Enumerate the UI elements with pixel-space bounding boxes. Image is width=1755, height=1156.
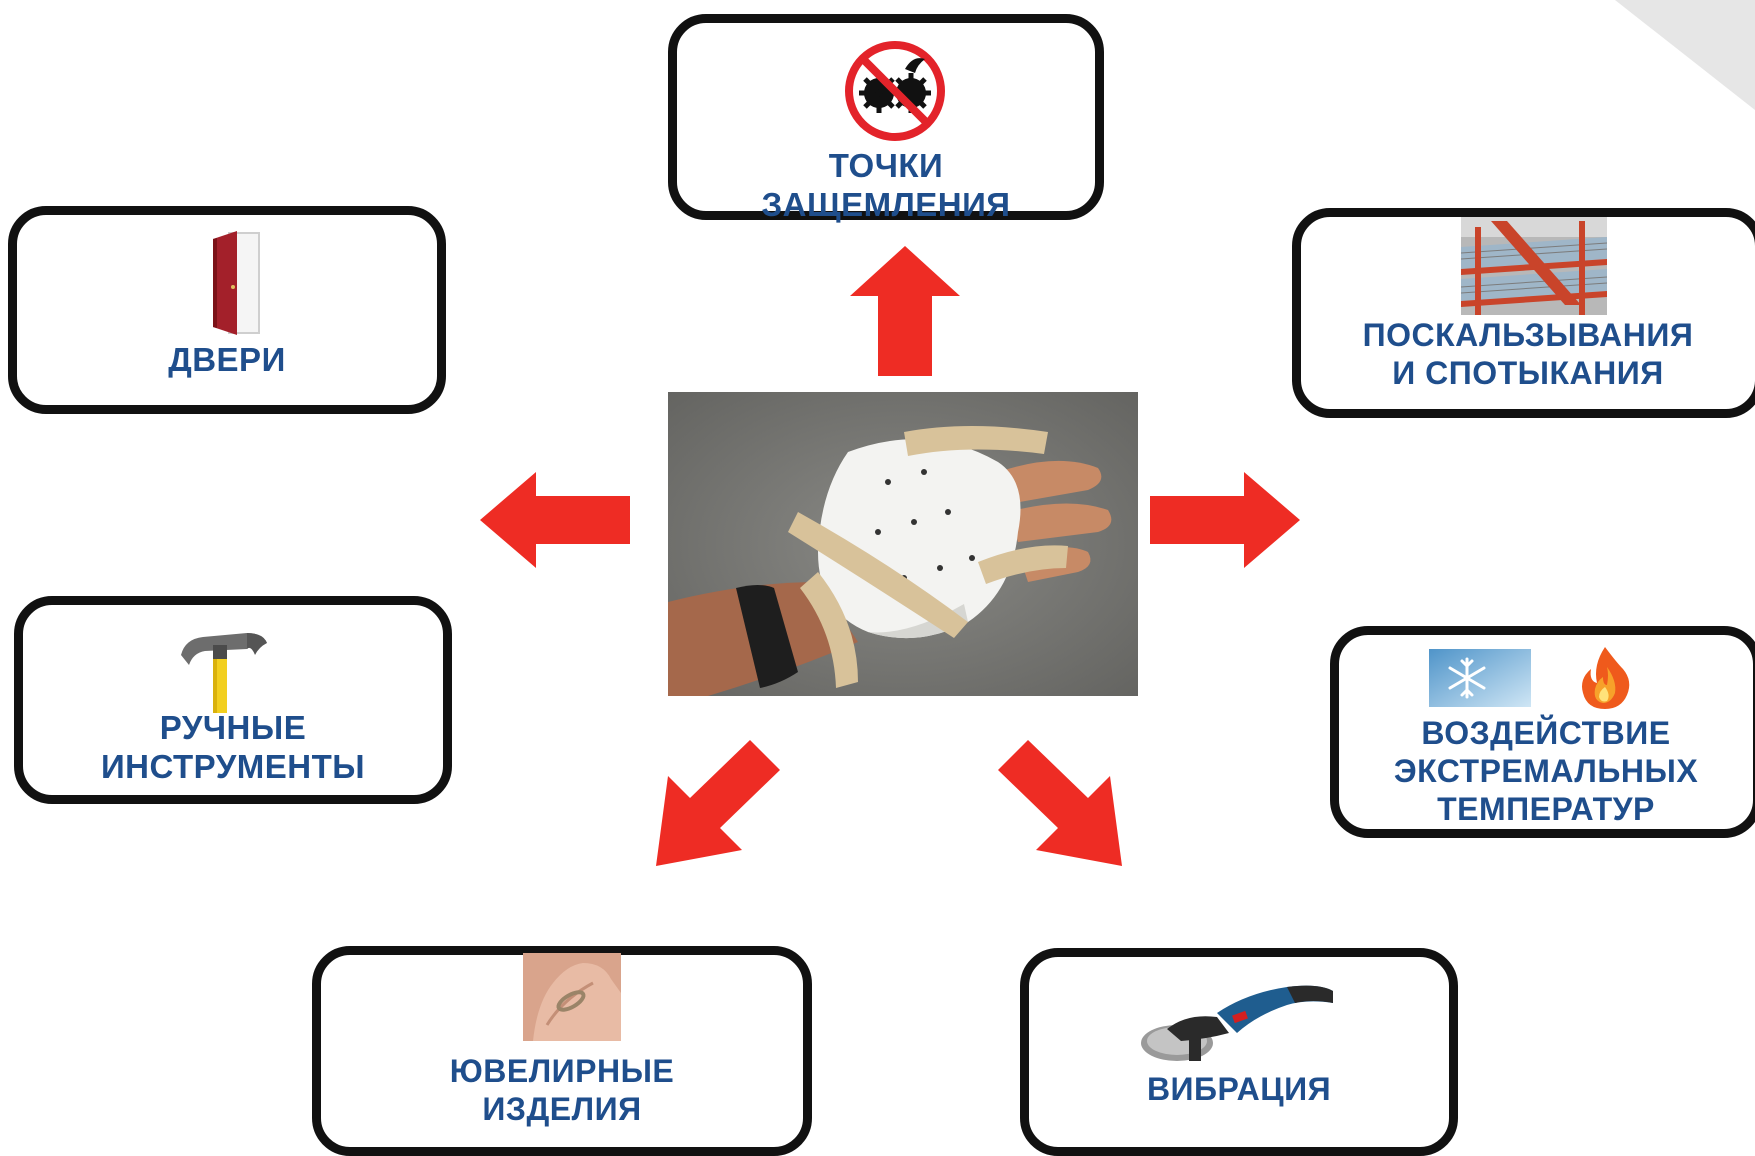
angle-grinder-icon [1141,985,1333,1061]
flame-icon [1582,647,1630,709]
hazard-label-extreme-temps: ВОЗДЕЙСТВИЕ ЭКСТРЕМАЛЬНЫХ ТЕМПЕРАТУР [1393,715,1699,827]
ring-finger-photo [523,953,621,1041]
hammer-icon [181,633,267,713]
staircase-photo [1461,217,1607,315]
arrow-right-icon [1150,472,1300,568]
hazard-box-pinch-points: ТОЧКИ ЗАЩЕМЛЕНИЯ [668,14,1104,223]
hazard-box-slips-trips: ПОСКАЛЬЗЫВАНИЯ И СПОТЫКАНИЯ [1292,208,1755,418]
arrow-up-icon [850,246,960,376]
hazard-label-vibration: ВИБРАЦИЯ [1146,1071,1332,1107]
door-icon [213,231,260,335]
injured-hand-splint-photo [668,392,1138,696]
hazard-label-jewelry: ЮВЕЛИРНЫЕ ИЗДЕЛИЯ [449,1053,675,1127]
hazard-label-doors: ДВЕРИ [168,341,286,378]
snowflake-icon [1429,649,1531,707]
hazard-box-jewelry: ЮВЕЛИРНЫЕ ИЗДЕЛИЯ [312,946,812,1156]
no-pinch-gears-icon [845,41,945,141]
arrow-down-right-icon [998,740,1122,866]
hazard-label-hand-tools: РУЧНЫЕ ИНСТРУМЕНТЫ [100,709,366,785]
hazard-box-doors: ДВЕРИ [8,206,446,414]
arrow-left-icon [480,472,630,568]
hazard-label-slips-trips: ПОСКАЛЬЗЫВАНИЯ И СПОТЫКАНИЯ [1362,317,1694,391]
hazard-box-vibration: ВИБРАЦИЯ [1020,948,1458,1156]
hazard-box-extreme-temps: ВОЗДЕЙСТВИЕ ЭКСТРЕМАЛЬНЫХ ТЕМПЕРАТУР [1330,626,1755,838]
hazard-label-pinch-points: ТОЧКИ ЗАЩЕМЛЕНИЯ [761,147,1011,223]
arrow-down-left-icon [656,740,780,866]
page-corner-decoration [1615,0,1755,110]
hazard-box-hand-tools: РУЧНЫЕ ИНСТРУМЕНТЫ [14,596,452,804]
